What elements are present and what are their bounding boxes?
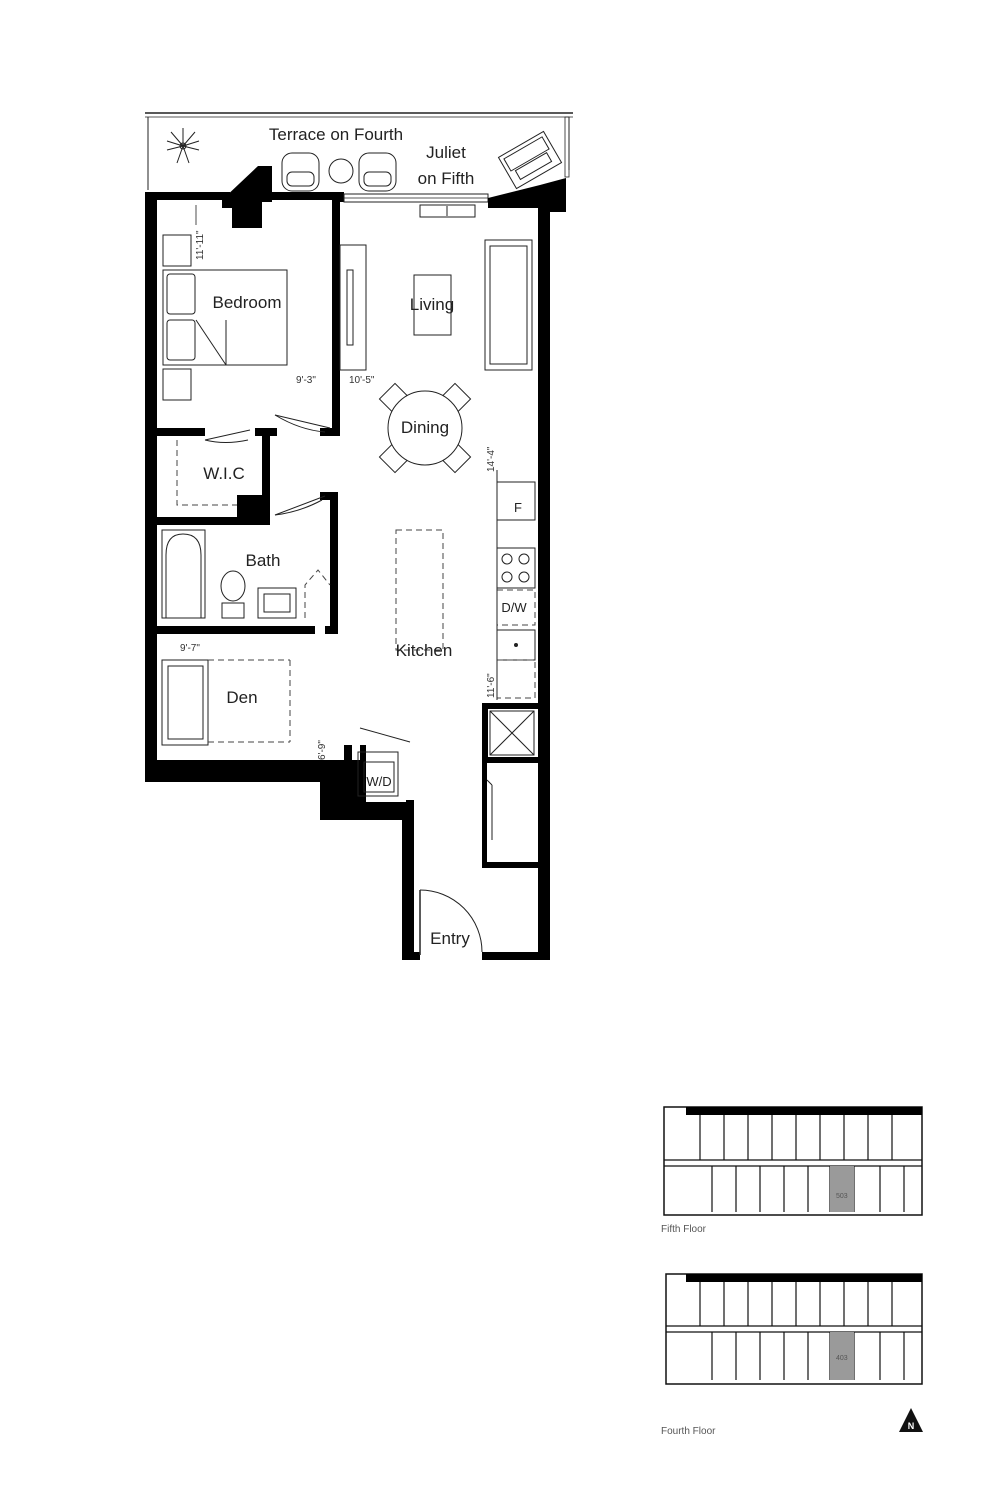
juliet-label-line1: Juliet [426,143,466,162]
living-label: Living [410,295,454,314]
dim-den-depth: 6'-9" [317,740,328,760]
dimensions: 11'-11" 9'-3" 10'-5" 14'-4" 11'-6" 9'-7"… [180,205,497,760]
coffee-table-icon [413,274,452,336]
kitchen-island-icon [395,529,444,651]
entry: Entry [419,889,483,955]
unit-highlight [830,1332,854,1380]
walls [145,166,566,960]
bath-label: Bath [246,551,281,570]
bedroom: Bedroom [162,234,331,433]
bathroom: Bath [161,529,331,619]
sofa-icon [161,659,209,746]
washer-dryer-icon [357,751,399,797]
fourth-floor-label: Fourth Floor [661,1426,716,1437]
wd-label: W/D [366,774,391,789]
laundry-closet: W/D [357,727,411,797]
bbq-icon [497,130,563,190]
juliet-label-line2: on Fifth [418,169,475,188]
dishwasher-icon [496,589,536,626]
dim-living-width: 10'-5" [349,375,375,386]
bed-icon [162,269,288,366]
dining-label: Dining [401,418,449,437]
den-label: Den [226,688,257,707]
side-table-icon [328,158,354,184]
terrace-area: Terrace on Fourth Juliet on Fifth [145,112,573,192]
unit-503-tag: 503 [836,1193,848,1200]
unit-403-tag: 403 [836,1355,848,1362]
plant-icon [166,128,200,164]
tv-console-icon [339,244,367,371]
key-plan-fifth-floor: 503 Fifth Floor [661,1106,923,1235]
dishwasher-label: D/W [501,600,527,615]
key-plan-fourth-floor: 403 Fourth Floor [661,1273,923,1437]
nightstand-icon [162,368,192,401]
dim-kitchen-depth: 11'-6" [486,673,497,698]
north-label: N [908,1421,915,1431]
terrace-label: Terrace on Fourth [269,125,403,144]
entry-label: Entry [430,929,470,948]
kitchen: F D/W Kitchen [395,470,536,700]
fifth-floor-label: Fifth Floor [661,1224,707,1235]
dim-living-depth: 14'-4" [486,446,497,472]
fridge-label: F [514,500,522,515]
living-area: Living Dining [339,204,533,474]
cooktop-icon [496,547,536,589]
sofa-icon [484,239,533,371]
wic-label: W.I.C [203,464,245,483]
dim-bedroom-width: 9'-3" [296,375,316,386]
toilet-icon [220,570,246,619]
kitchen-label: Kitchen [396,641,453,660]
unit-highlight [830,1166,854,1212]
lounge-chair-icon [281,152,320,192]
lounge-chair-icon [358,152,397,192]
north-arrow-icon: N [899,1408,923,1432]
bathtub-icon [161,529,206,619]
walk-in-closet: W.I.C [176,429,326,516]
bedroom-label: Bedroom [213,293,282,312]
mechanical-closet [486,710,535,840]
sink-icon [257,587,297,619]
dining-table-icon [378,382,472,474]
den: Den [161,659,291,746]
dim-den-width: 9'-7" [180,643,200,654]
dim-bedroom-depth: 11'-11" [195,230,206,260]
nightstand-icon [162,234,192,267]
